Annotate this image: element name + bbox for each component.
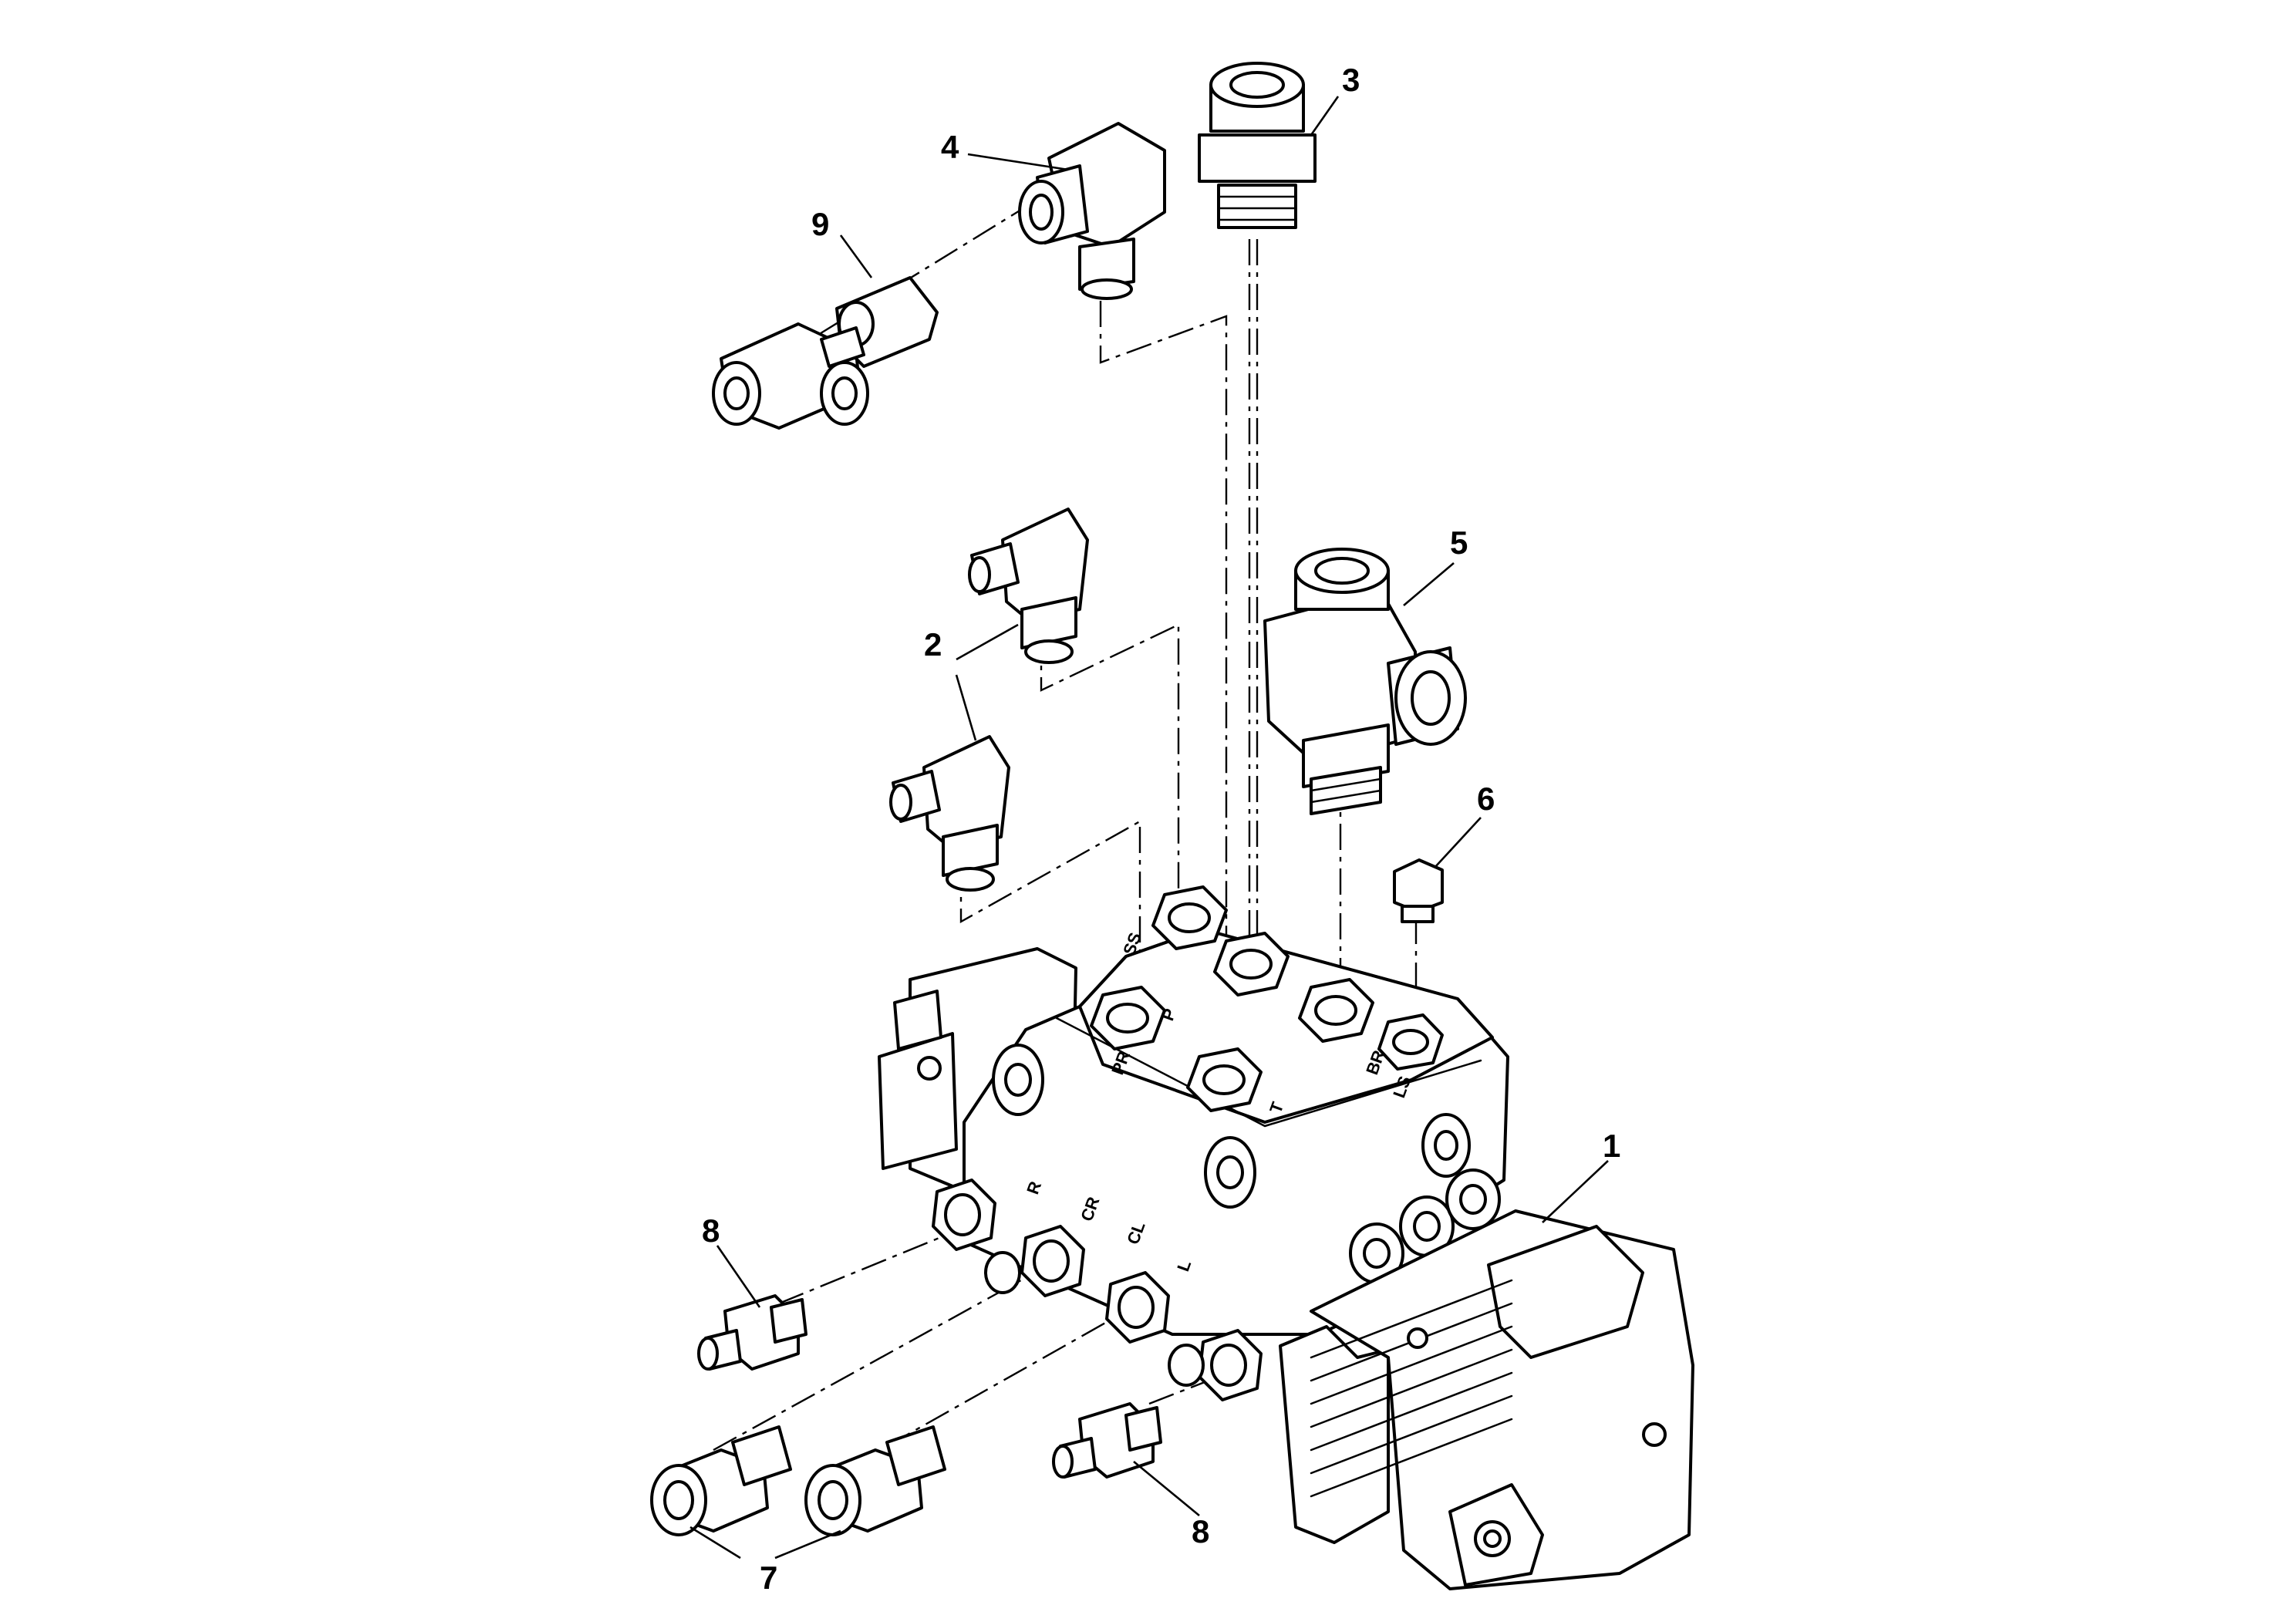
callout-4: 4 (941, 129, 959, 165)
top-port-ss (1151, 885, 1228, 950)
tee-adapter (1263, 548, 1467, 815)
top-port-br (1298, 978, 1374, 1043)
side-port-r (932, 1179, 996, 1251)
callout-8-left: 8 (702, 1212, 720, 1249)
side-port-cl (1105, 1271, 1170, 1344)
side-port-l (1168, 1329, 1263, 1401)
straight-fitting-b (804, 1425, 946, 1536)
callout-3: 3 (1342, 62, 1360, 98)
callout-9: 9 (811, 206, 829, 242)
straight-fitting-a (650, 1425, 792, 1536)
top-port-ls (1377, 1013, 1444, 1071)
reducer-fitting-right (1052, 1402, 1162, 1479)
callout-numbers: 1 2 3 4 5 6 7 8 8 9 (702, 62, 1620, 1596)
callout-2: 2 (924, 626, 942, 663)
tee-fitting-with-nut (712, 276, 939, 430)
elbow-adapter (1018, 122, 1166, 300)
straight-adapter (1198, 62, 1317, 229)
callout-6: 6 (1477, 781, 1495, 817)
side-port-cr (984, 1225, 1085, 1297)
callout-8-right: 8 (1192, 1513, 1209, 1549)
elbow-fitting-upper (968, 508, 1089, 664)
top-port-t (1186, 1047, 1263, 1112)
plug (1393, 858, 1444, 923)
callout-5: 5 (1450, 524, 1468, 561)
top-port-p (1213, 932, 1290, 996)
callout-1: 1 (1603, 1128, 1620, 1164)
top-port-pr (1090, 986, 1166, 1050)
leader-lines (689, 96, 1609, 1560)
reducer-fitting-left (697, 1294, 807, 1371)
callout-7: 7 (760, 1560, 777, 1596)
valve-block (878, 885, 1694, 1590)
elbow-fitting-lower (889, 735, 1010, 892)
